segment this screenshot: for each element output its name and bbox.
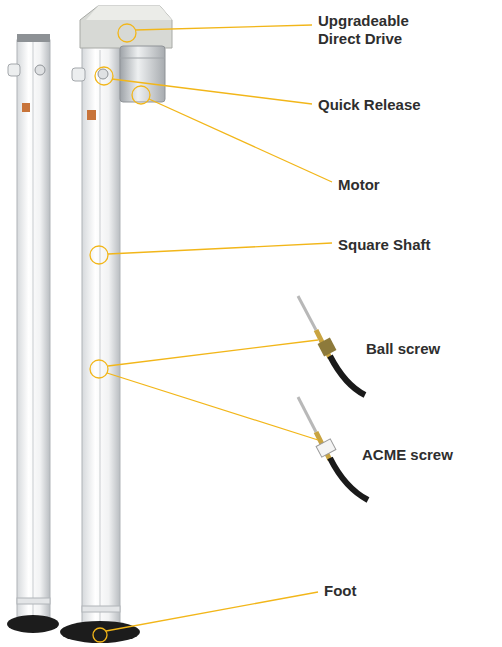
ball-screw: [298, 296, 365, 395]
left-pole: [7, 34, 59, 633]
acme-screw: [298, 397, 368, 500]
part-label: Ball screw: [366, 340, 440, 358]
part-label: Upgradeable Direct Drive: [318, 12, 436, 48]
part-label: Square Shaft: [338, 236, 431, 254]
part-label: Foot: [324, 582, 356, 600]
leader-lines: [90, 24, 332, 642]
part-label: Quick Release: [318, 96, 421, 114]
part-label: ACME screw: [362, 446, 453, 464]
part-label: Motor: [338, 176, 380, 194]
